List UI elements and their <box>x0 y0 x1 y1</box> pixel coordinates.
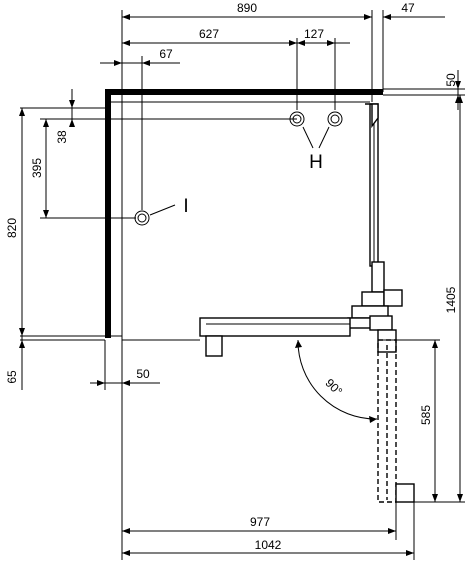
label-valves: H <box>309 152 323 173</box>
arc-arrow-end <box>369 416 377 423</box>
door-panel <box>199 317 351 337</box>
top-bracket <box>365 103 379 129</box>
arc-arrow-start <box>295 340 302 348</box>
dim-right-total: 1405 <box>444 286 458 313</box>
walls <box>105 89 383 338</box>
dim-left-upper: 38 <box>55 130 69 144</box>
dim-door-depth: 585 <box>419 405 433 425</box>
dim-left-height: 820 <box>5 218 19 238</box>
dim-bottom-total: 1042 <box>255 538 282 552</box>
dim-bottom-wall: 50 <box>136 367 150 381</box>
door-swing-outline <box>377 339 397 503</box>
dim-top-width: 890 <box>237 1 257 15</box>
hinge-cap <box>383 289 403 307</box>
left-wall <box>105 89 111 338</box>
door-foot <box>205 335 223 357</box>
valve-right <box>327 111 343 127</box>
dim-bottom-inner: 977 <box>250 515 270 529</box>
dim-door-angle: 90° <box>322 376 345 399</box>
enclosure <box>20 95 415 503</box>
door-handle-block <box>395 483 415 503</box>
dim-left-mid: 395 <box>30 158 44 178</box>
hinge-profile-upper <box>371 261 385 293</box>
profile-end <box>369 315 393 331</box>
dim-top-right-offset: 47 <box>401 1 415 15</box>
outlet <box>134 210 150 226</box>
dim-valve-spacing: 127 <box>304 27 324 41</box>
dimension-labels: 890 47 627 127 67 50 38 395 820 65 50 58… <box>5 1 458 552</box>
hinge-block <box>361 291 385 307</box>
dim-right-top: 50 <box>444 73 458 87</box>
dim-left-bottom: 65 <box>5 370 19 384</box>
door-swing-arc <box>297 339 378 420</box>
arrowheads <box>19 14 463 556</box>
label-outlet: I <box>183 196 188 217</box>
dim-wall-offset: 67 <box>159 47 173 61</box>
dim-upper-width: 627 <box>199 27 219 41</box>
dimension-lines <box>20 10 465 560</box>
top-wall <box>105 89 383 95</box>
